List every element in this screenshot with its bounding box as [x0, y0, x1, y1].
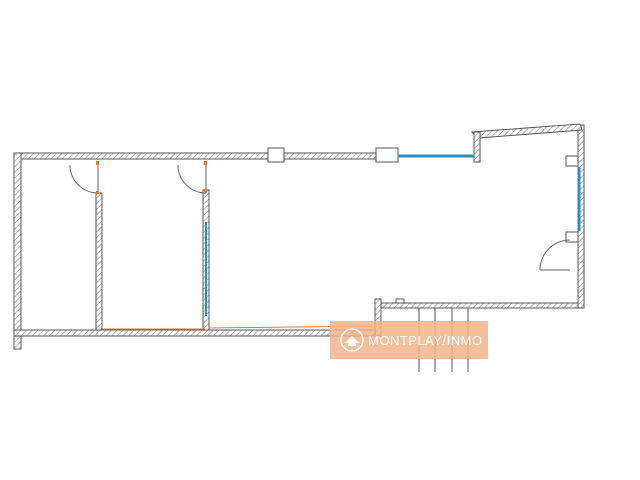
wall-columns: [267, 147, 579, 243]
watermark: MONTPLAY/INMO: [330, 321, 488, 359]
interior-partitions: [95, 189, 210, 331]
house-circle-icon: [340, 328, 364, 352]
exterior-walls: [13, 123, 585, 350]
doors: [69, 164, 571, 271]
door-marks: [96, 161, 207, 194]
watermark-text: MONTPLAY/INMO: [368, 333, 483, 348]
windows: [205, 154, 581, 316]
